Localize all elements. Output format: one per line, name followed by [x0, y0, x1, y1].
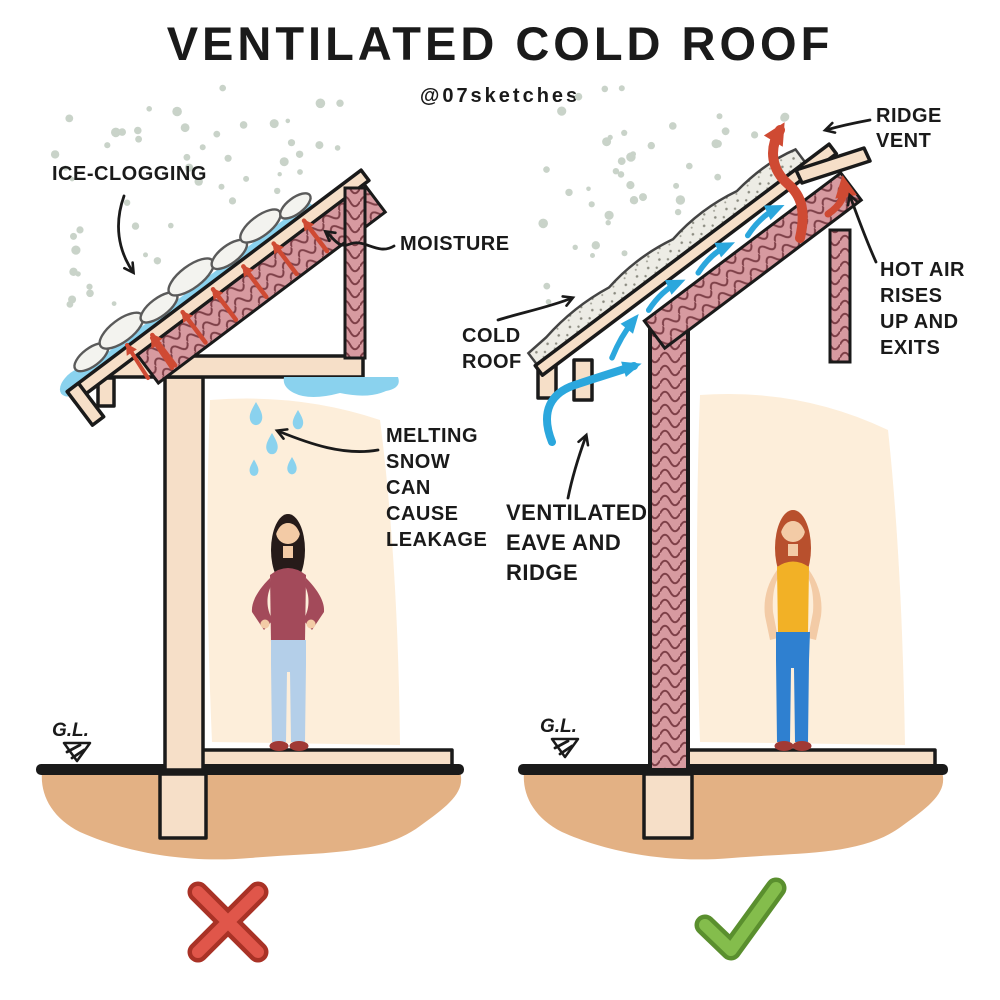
face	[781, 518, 805, 542]
svg-text:UP AND: UP AND	[880, 311, 959, 333]
right-house-diagram	[518, 122, 948, 860]
right-shoe	[792, 741, 812, 751]
ice-clogging-pointer	[117, 194, 136, 276]
right-arm	[807, 570, 822, 640]
left-eave-fascia	[65, 381, 106, 427]
right-snowfall-dots	[538, 85, 790, 305]
svg-text:VENT: VENT	[876, 130, 931, 152]
right-hand	[306, 619, 316, 629]
right-occupant-figure	[764, 510, 822, 751]
page-title: VENTILATED COLD ROOF	[167, 17, 834, 70]
left-interior-wall-wash	[207, 398, 400, 745]
label-gl-left: G.L.	[52, 720, 89, 741]
label-ventilated-eave: VENTILATED EAVE AND RIDGE	[506, 500, 647, 585]
right-ground-level-symbol	[550, 737, 580, 759]
hot-air-pointer	[846, 192, 878, 264]
svg-text:ROOF: ROOF	[462, 351, 522, 373]
left-shoe	[269, 741, 289, 751]
svg-text:VENTILATED: VENTILATED	[506, 500, 647, 525]
hot-air-exit-arrows	[763, 122, 857, 243]
svg-text:RIDGE: RIDGE	[506, 560, 578, 585]
label-cold-roof: COLD ROOF	[462, 325, 522, 373]
left-house-diagram	[36, 168, 464, 860]
left-ground-line	[36, 764, 464, 775]
credit-handle: @07sketches	[420, 85, 580, 107]
svg-text:HOT AIR: HOT AIR	[880, 259, 965, 281]
right-ground-line	[518, 764, 948, 775]
label-melting-snow: MELTING SNOW CAN CAUSE LEAKAGE	[386, 425, 487, 551]
left-callouts: ICE-CLOGGING MOISTURE MELTING SNOW CAN C…	[52, 163, 510, 741]
right-callouts: RIDGE VENT HOT AIR RISES UP AND EXITS CO…	[462, 105, 965, 737]
face	[276, 520, 300, 544]
vent-channel-airflow-arrows	[609, 204, 785, 361]
left-ridge-gable-board	[343, 186, 367, 360]
ridge-vent-cap	[794, 146, 872, 185]
left-arm-akimbo	[251, 578, 273, 630]
light-blue-jeans	[271, 640, 306, 742]
left-shoe	[774, 741, 794, 751]
yellow-tank-top	[777, 561, 809, 634]
right-ridge-gable-board	[828, 228, 852, 364]
melting-snow-pointer	[274, 428, 380, 453]
svg-text:EAVE AND: EAVE AND	[506, 530, 621, 555]
left-occupant-figure	[251, 514, 325, 751]
maroon-sweater	[270, 568, 306, 642]
svg-text:CAN: CAN	[386, 477, 431, 499]
left-ground-soil	[41, 772, 462, 860]
svg-text:MELTING: MELTING	[386, 425, 478, 447]
svg-text:RISES: RISES	[880, 285, 943, 307]
left-foundation	[158, 772, 208, 840]
x-mark-icon	[187, 881, 269, 963]
label-ridge-vent: RIDGE VENT	[876, 105, 942, 152]
blue-jeans	[776, 632, 810, 742]
left-hand	[260, 619, 270, 629]
ceiling-water-pool	[283, 377, 399, 397]
left-roof-assembly	[59, 168, 388, 427]
hair-fringe	[780, 514, 806, 532]
left-exterior-wall	[163, 375, 205, 772]
cold-roof-pointer	[496, 295, 576, 322]
check-mark-icon	[694, 877, 787, 961]
label-ice-clogging: ICE-CLOGGING	[52, 163, 207, 185]
right-shoe	[289, 741, 309, 751]
right-foundation	[642, 772, 694, 840]
svg-text:SNOW: SNOW	[386, 451, 450, 473]
snow-ice-clogging-blobs	[73, 192, 312, 373]
neck	[788, 544, 798, 556]
eave-heat-leak-arrows	[125, 336, 174, 380]
right-arm-akimbo	[303, 578, 325, 630]
label-hot-air: HOT AIR RISES UP AND EXITS	[880, 259, 965, 359]
svg-text:EXITS: EXITS	[880, 337, 940, 359]
label-gl-right: G.L.	[540, 716, 577, 737]
hair-fringe	[275, 516, 301, 534]
svg-text:COLD: COLD	[462, 325, 521, 347]
svg-text:LEAKAGE: LEAKAGE	[386, 529, 487, 551]
moisture-pointer	[323, 229, 396, 251]
right-insulated-wall	[648, 328, 690, 772]
moisture-rising-arrows	[150, 218, 330, 368]
right-roof-deck	[533, 142, 839, 377]
label-moisture: MOISTURE	[400, 233, 510, 255]
svg-text:CAUSE: CAUSE	[386, 503, 459, 525]
left-arm	[764, 570, 779, 640]
right-ground-soil	[523, 772, 944, 860]
eave-air-intake-arrow	[543, 361, 642, 446]
neck	[283, 546, 293, 558]
left-ground-level-symbol	[62, 741, 92, 763]
snow-on-cold-roof	[526, 147, 807, 367]
ventilated-eave-pointer	[566, 432, 590, 500]
left-snowfall-dots	[50, 84, 344, 308]
svg-text:RIDGE: RIDGE	[876, 105, 942, 127]
ridge-vent-pointer	[822, 118, 872, 134]
